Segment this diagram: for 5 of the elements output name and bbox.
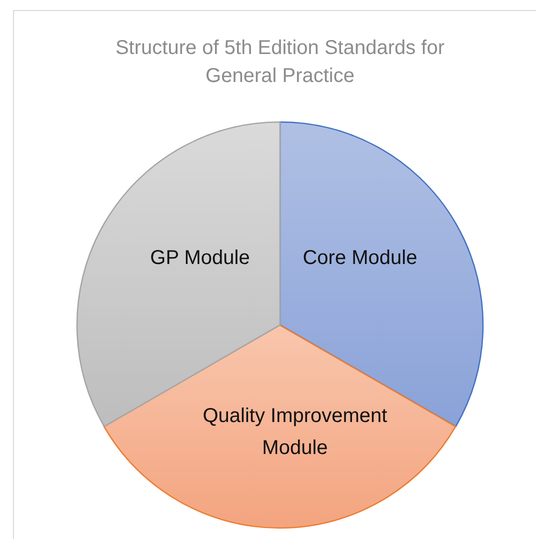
- slice-label: Quality Improvement Module: [202, 404, 388, 461]
- slice-label: GP Module: [149, 246, 251, 271]
- chart-title: Structure of 5th Edition Standards for General Practice: [114, 36, 446, 89]
- pie-slice: [104, 325, 456, 528]
- slice-label: Core Module: [302, 246, 418, 271]
